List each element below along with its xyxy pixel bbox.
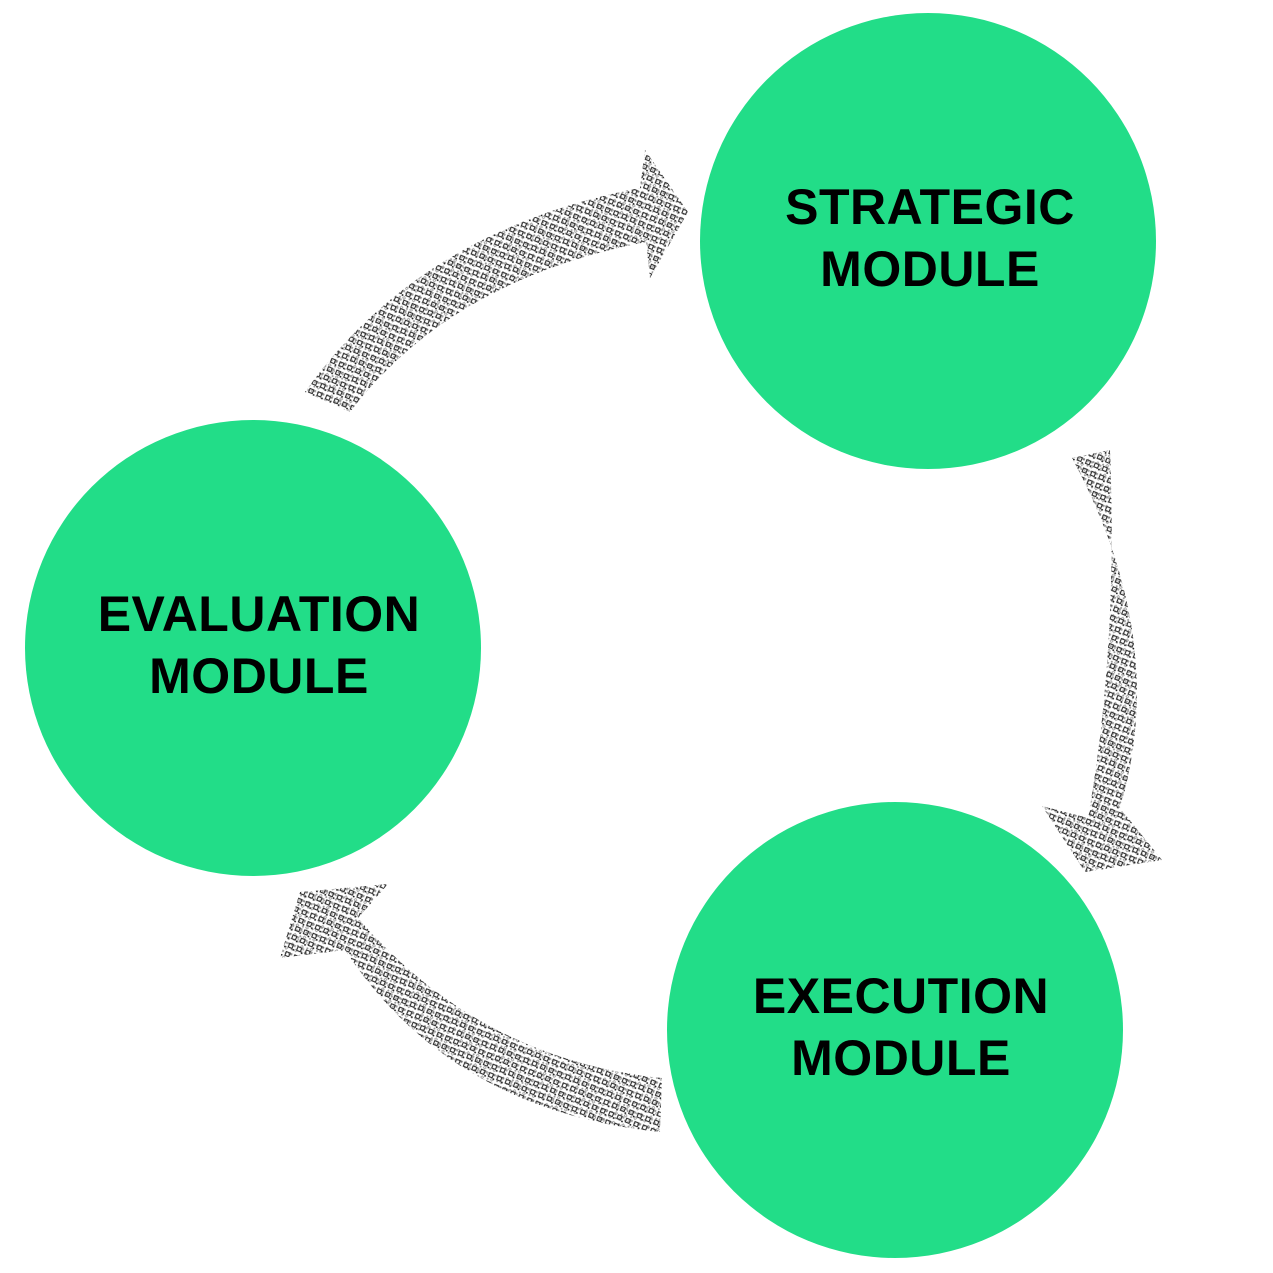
strategic-module-label: STRATEGIC MODULE [785, 176, 1075, 300]
arrow-evaluation-to-strategic [305, 150, 688, 412]
execution-module-node: EXECUTION MODULE [667, 802, 1123, 1258]
execution-label-line2: MODULE [791, 1030, 1011, 1086]
evaluation-label-line1: EVALUATION [97, 586, 421, 642]
execution-module-label: EXECUTION MODULE [753, 965, 1049, 1089]
arrow-strategic-to-execution [1042, 450, 1162, 872]
evaluation-module-label: EVALUATION MODULE [98, 583, 421, 707]
arrow-execution-to-evaluation [280, 884, 662, 1132]
strategic-label-line2: MODULE [820, 241, 1040, 297]
strategic-module-node: STRATEGIC MODULE [700, 13, 1156, 469]
evaluation-label-line2: MODULE [149, 648, 369, 704]
execution-label-line1: EXECUTION [752, 968, 1050, 1024]
evaluation-module-node: EVALUATION MODULE [25, 420, 481, 876]
strategic-label-line1: STRATEGIC [785, 179, 1075, 235]
